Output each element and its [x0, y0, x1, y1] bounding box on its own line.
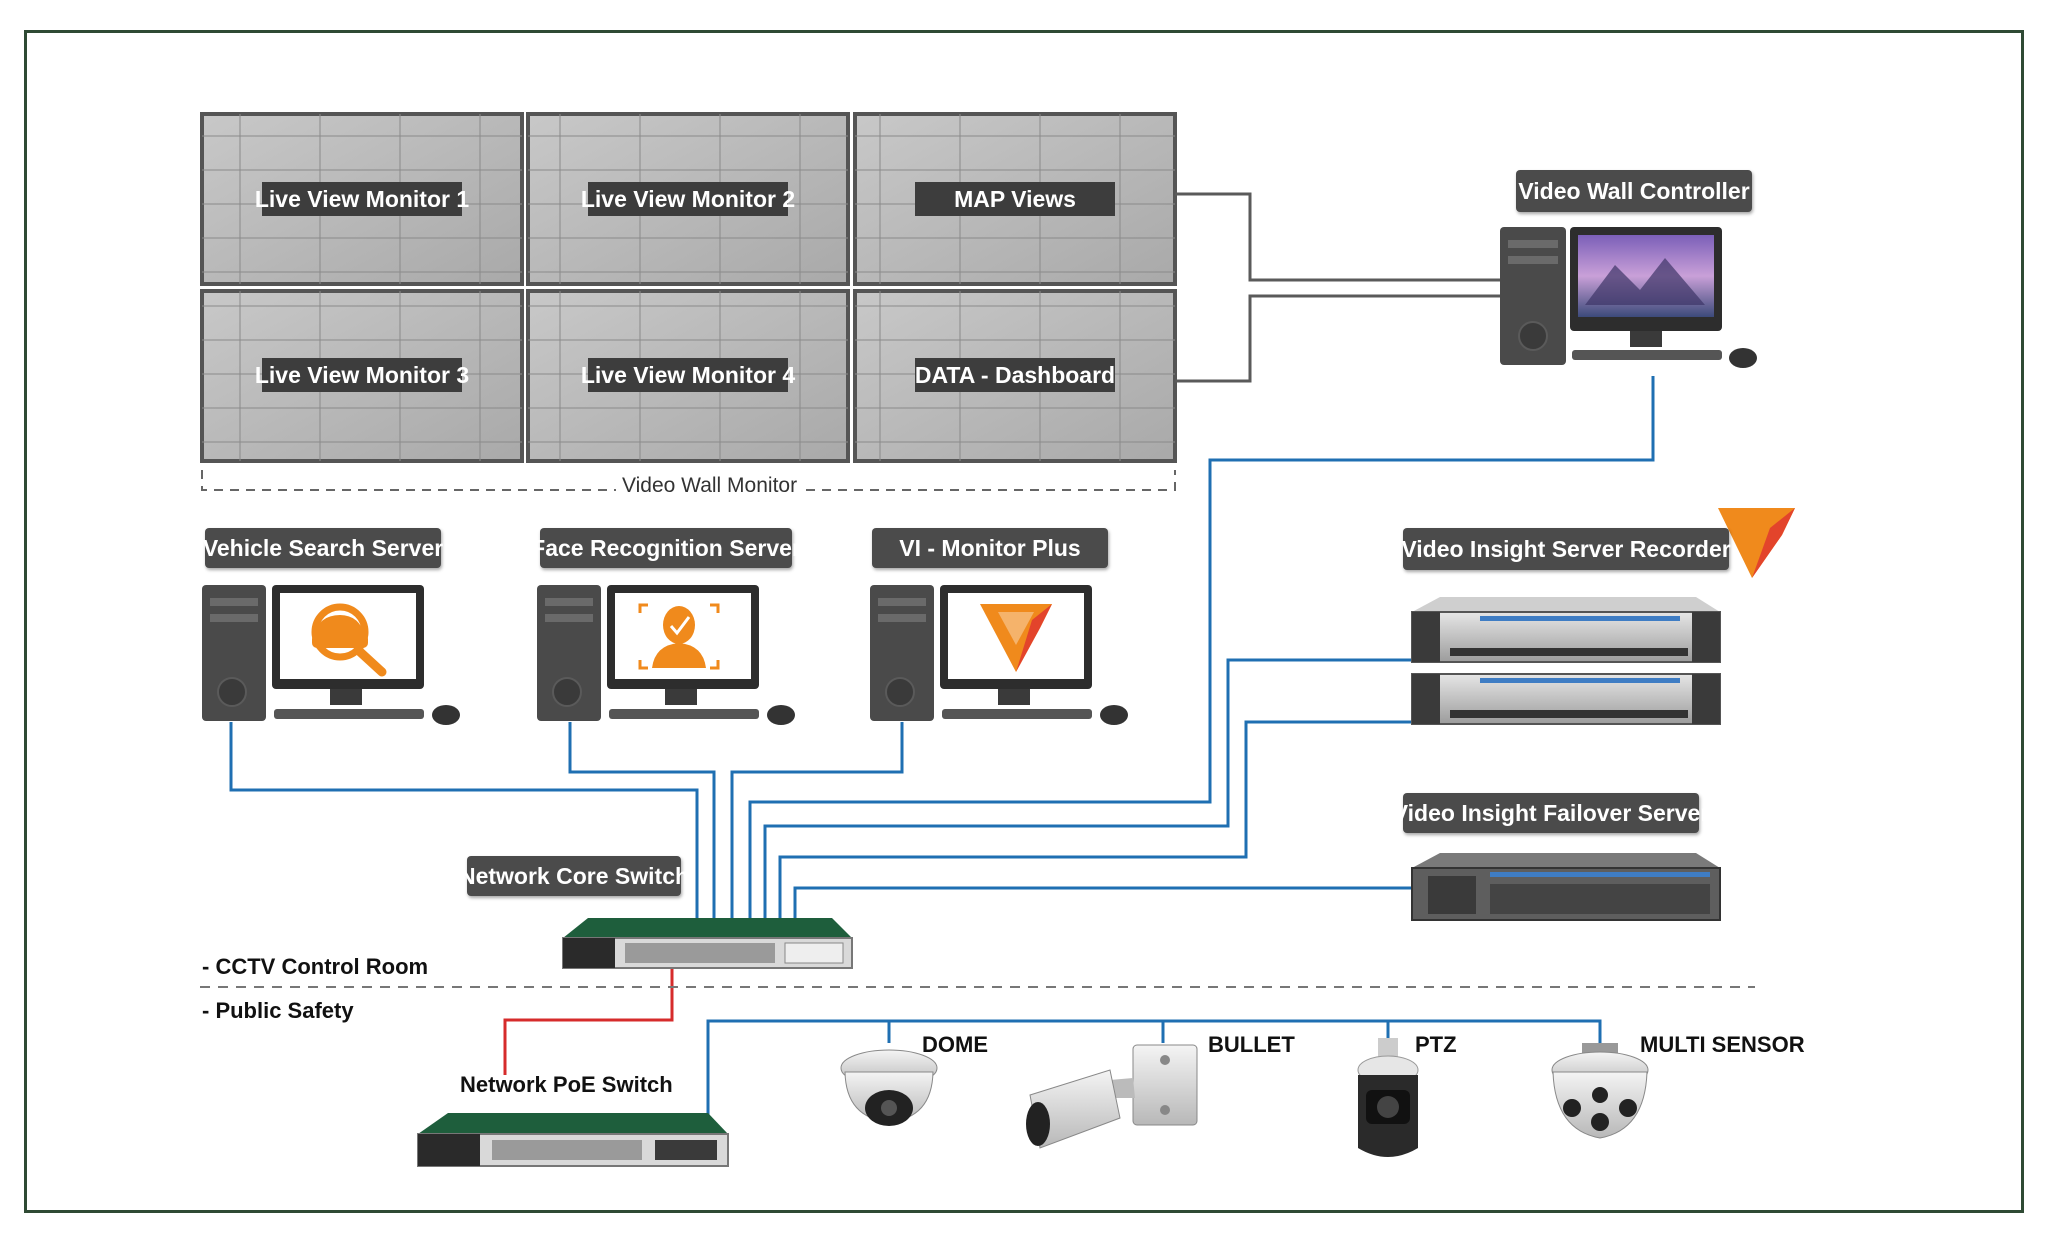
- camera-label-dome: DOME: [922, 1032, 988, 1057]
- vehicle-search-server-label: Vehicle Search Server: [203, 528, 443, 568]
- video-insight-logo-icon: [1718, 508, 1795, 578]
- monitor-label-dashboard: DATA - Dashboard: [915, 358, 1115, 392]
- face-check-icon: [638, 603, 720, 670]
- monitor-label-4: Live View Monitor 4: [581, 358, 795, 392]
- vi-monitor-plus-label: VI - Monitor Plus: [872, 528, 1108, 568]
- wall-link-lower: [1175, 294, 1500, 383]
- server-recorder-label: Video Insight Server Recorder: [1401, 528, 1731, 570]
- monitor-label-2: Live View Monitor 2: [581, 182, 795, 216]
- vi-monitor-plus-workstation: [870, 585, 1128, 725]
- bullet-camera: [1026, 1044, 1198, 1149]
- network-poe-switch-device: [417, 1113, 729, 1167]
- video-wall-controller-label: Video Wall Controller: [1516, 170, 1752, 212]
- failover-server-label: Video Insight Failover Server: [1393, 793, 1709, 833]
- failover-server-unit: [1411, 853, 1721, 921]
- video-wall-monitor-1: [200, 112, 524, 286]
- zone-public-safety: - Public Safety: [202, 998, 354, 1023]
- face-recognition-server-label: Face Recognition Server: [531, 528, 801, 568]
- face-recognition-workstation: [537, 585, 795, 725]
- network-core-switch-label: Network Core Switch: [459, 856, 689, 896]
- network-core-switch-device: [562, 918, 853, 969]
- diagram-frame: [24, 30, 2024, 1213]
- car-magnifier-icon: [311, 603, 387, 677]
- zone-cctv-control-room: - CCTV Control Room: [202, 954, 429, 979]
- monitor-label-map-views: MAP Views: [915, 182, 1115, 216]
- server-recorder-unit-1: [1411, 597, 1721, 663]
- network-poe-switch-label: Network PoE Switch: [460, 1072, 673, 1097]
- video-wall-caption: Video Wall Monitor: [616, 474, 804, 498]
- network-lines: [229, 376, 1655, 1128]
- monitor-label-1: Live View Monitor 1: [255, 182, 469, 216]
- video-insight-logo-icon: [980, 604, 1052, 672]
- dome-camera: [840, 1049, 938, 1126]
- monitor-label-3: Live View Monitor 3: [255, 358, 469, 392]
- vehicle-search-workstation: [202, 585, 460, 725]
- server-recorder-unit-2: [1411, 673, 1721, 725]
- multi-sensor-camera: [1551, 1043, 1649, 1139]
- camera-label-bullet: BULLET: [1208, 1032, 1295, 1057]
- camera-label-multi-sensor: MULTI SENSOR: [1640, 1032, 1805, 1057]
- video-wall-controller-pc: [1500, 227, 1757, 368]
- ptz-camera: [1357, 1038, 1419, 1157]
- poe-uplink: [503, 955, 674, 1075]
- video-wall: [200, 112, 1177, 491]
- camera-label-ptz: PTZ: [1415, 1032, 1457, 1057]
- wall-link-upper: [1175, 192, 1500, 282]
